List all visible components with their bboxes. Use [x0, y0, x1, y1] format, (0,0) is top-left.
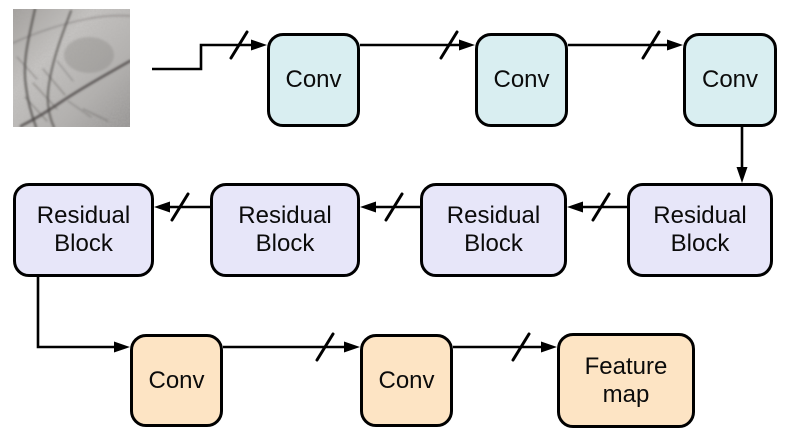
stride-slash-icon	[315, 332, 335, 362]
stride-slash-icon	[591, 192, 611, 222]
node-label-line1: Residual	[36, 202, 131, 229]
arrowhead-icon	[567, 201, 583, 213]
arrowhead-icon	[154, 201, 170, 213]
node-label: Conv	[378, 366, 435, 394]
node-label-line2: Block	[255, 230, 315, 257]
node-conv-bottom-1: Conv	[130, 334, 223, 427]
node-label: Conv	[701, 66, 759, 93]
arrowhead-icon	[736, 167, 748, 183]
arrowhead-icon	[114, 341, 130, 353]
node-label: Conv	[285, 66, 342, 93]
node-label: Conv	[148, 366, 205, 394]
node-label-line1: Residual	[653, 202, 747, 229]
node-label-line1: Residual	[238, 202, 332, 229]
arrowhead-icon	[344, 341, 360, 353]
arrow-input-to-conv1	[152, 43, 252, 71]
stride-slash-icon	[384, 192, 404, 222]
node-label-line2: Block	[670, 230, 730, 257]
node-label-line2: Block	[54, 230, 113, 257]
arrowhead-icon	[541, 341, 557, 353]
node-conv-bottom-2: Conv	[360, 334, 453, 427]
node-residual-block-2: Residual Block	[210, 183, 360, 277]
palm-print-image	[12, 7, 132, 129]
node-label-line1: Feature	[584, 352, 668, 380]
stride-slash-icon	[511, 332, 531, 362]
stride-slash-icon	[439, 30, 459, 60]
stride-slash-icon	[641, 30, 661, 60]
node-conv-top-2: Conv	[475, 33, 568, 127]
arrowhead-icon	[360, 201, 376, 213]
node-feature-map: Feature map	[557, 333, 695, 428]
node-conv-top-3: Conv	[683, 33, 777, 127]
arrowhead-icon	[459, 39, 475, 51]
arrowhead-icon	[667, 39, 683, 51]
stride-slash-icon	[229, 30, 249, 60]
stride-slash-icon	[170, 192, 190, 222]
node-label-line2: map	[602, 380, 650, 408]
node-conv-top-1: Conv	[267, 33, 360, 127]
node-label-line1: Residual	[446, 202, 541, 229]
arrowhead-icon	[251, 39, 267, 51]
stride-slashes	[170, 30, 661, 362]
node-residual-block-3: Residual Block	[420, 183, 567, 277]
palm-print-texture	[12, 7, 132, 129]
arrow-residual1-to-conv4	[36, 277, 115, 349]
node-label: Conv	[493, 66, 550, 93]
node-label-line2: Block	[464, 230, 523, 257]
node-residual-block-4: Residual Block	[627, 183, 773, 277]
arrowheads	[114, 39, 748, 353]
node-residual-block-1: Residual Block	[13, 183, 154, 277]
